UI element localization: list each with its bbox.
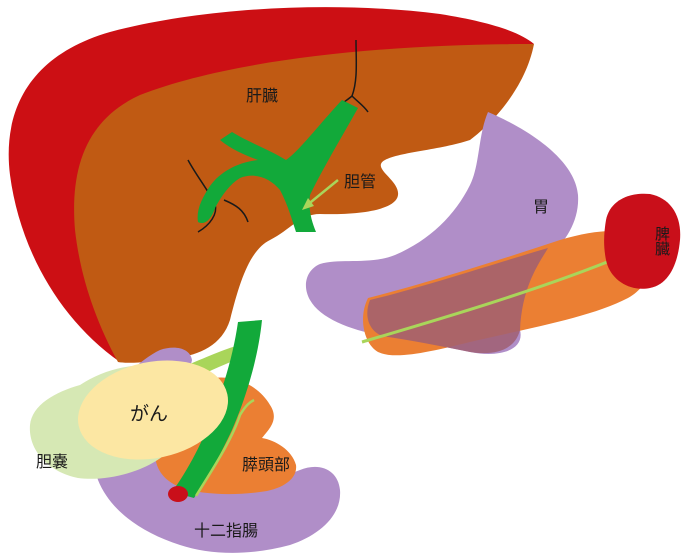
bile-duct-pointer	[305, 179, 339, 207]
label-duodenum: 十二指腸	[194, 521, 258, 540]
pancreas-head-duct-line	[194, 398, 255, 497]
pancreatic-duct-line	[361, 254, 623, 344]
liver-vessel-line	[351, 95, 369, 113]
liver-vessel-line	[223, 199, 249, 223]
label-stomach: 胃	[533, 197, 549, 216]
bile-duct-pointer-head	[302, 198, 314, 210]
label-spleen: 脾臓	[653, 226, 671, 257]
label-gallbladder: 胆嚢	[36, 452, 68, 471]
label-cancer: がん	[130, 403, 168, 425]
bile-duct-in-liver	[197, 100, 358, 232]
cancer-shape	[77, 360, 229, 460]
papilla-shape	[168, 486, 188, 502]
spleen-shape	[604, 193, 681, 289]
label-pancreas-head: 膵頭部	[242, 455, 290, 474]
label-bile-duct: 胆管	[344, 172, 376, 191]
label-liver: 肝臓	[246, 86, 278, 105]
liver-vessel-line	[351, 39, 358, 97]
